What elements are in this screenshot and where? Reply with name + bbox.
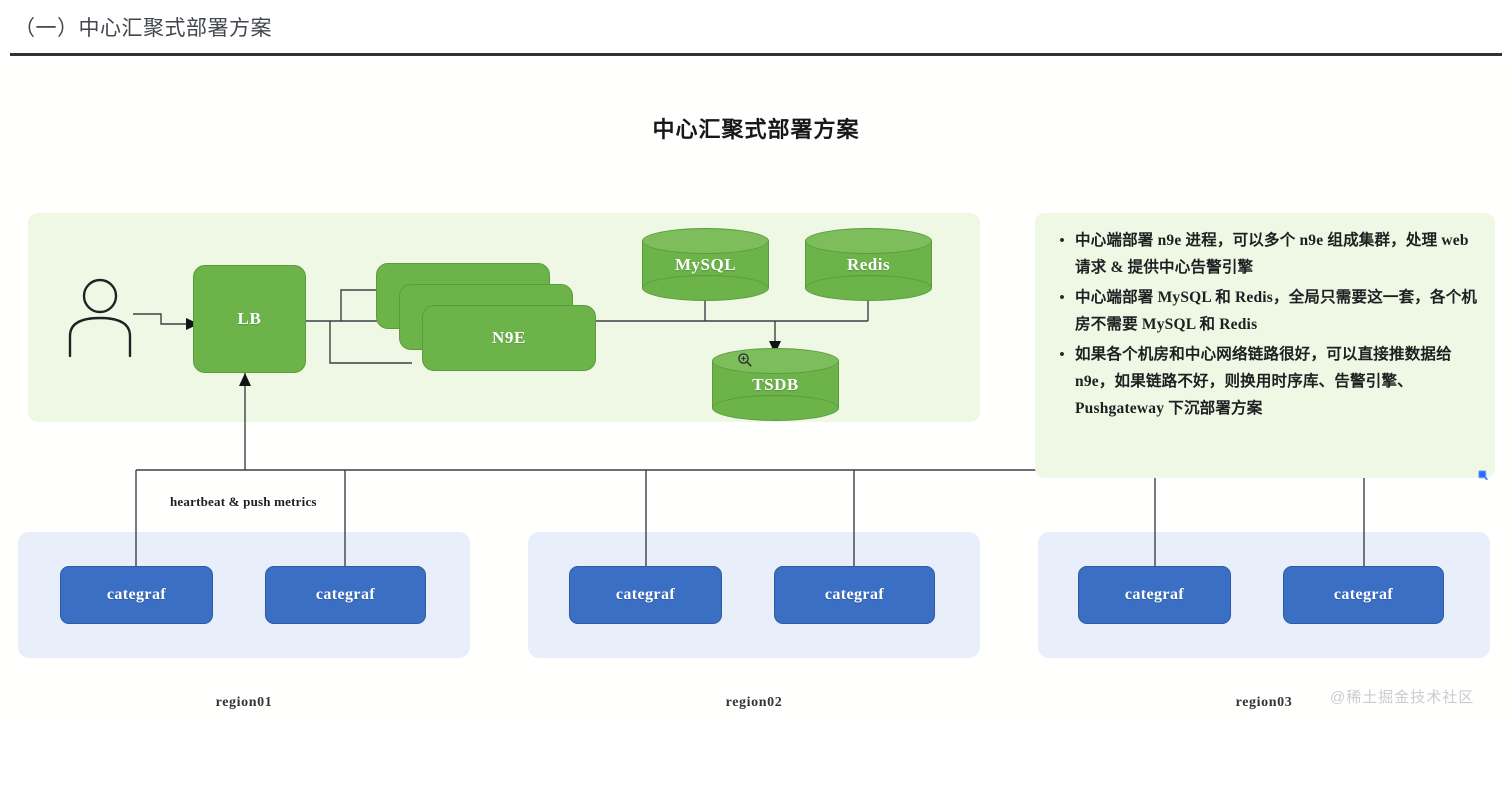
node-redis-label: Redis — [846, 254, 891, 274]
note-bullet-icon: • — [1059, 346, 1065, 363]
agent-label: categraf — [315, 586, 376, 603]
node-lb[interactable]: LB — [193, 265, 306, 373]
cursor-badge-icon — [1478, 470, 1489, 480]
node-mysql-label: MySQL — [674, 254, 737, 274]
note-text: 中心端部署 MySQL 和 Redis，全局只需要这一套，各个机房不需要 MyS… — [1075, 289, 1478, 333]
note-bullet-icon: • — [1059, 289, 1065, 306]
user-icon — [68, 278, 132, 358]
tsdb-cylinder-top — [712, 348, 839, 374]
agent-region01-2[interactable]: categraf — [265, 566, 426, 624]
region-label-region02: region02 — [725, 695, 783, 710]
node-redis[interactable]: Redis — [805, 228, 932, 301]
agent-label: categraf — [615, 586, 676, 603]
agent-region01-1[interactable]: categraf — [60, 566, 213, 624]
agent-label: categraf — [824, 586, 885, 603]
diagram-canvas: 中心汇聚式部署方案 — [0, 58, 1512, 728]
tsdb-cylinder-bottom — [712, 395, 839, 421]
node-tsdb-label: TSDB — [752, 374, 799, 394]
note-text: 中心端部署 n9e 进程，可以多个 n9e 组成集群，处理 web 请求 & 提… — [1075, 232, 1469, 276]
note-item: • 中心端部署 n9e 进程，可以多个 n9e 组成集群，处理 web 请求 &… — [1049, 227, 1479, 281]
node-mysql[interactable]: MySQL — [642, 228, 769, 301]
watermark: @稀土掘金技术社区 — [1330, 689, 1475, 706]
agent-label: categraf — [106, 586, 167, 603]
page-heading: （一）中心汇聚式部署方案 — [0, 0, 1512, 54]
agent-region02-2[interactable]: categraf — [774, 566, 935, 624]
mysql-cylinder-bottom — [642, 275, 769, 301]
node-n9e[interactable]: N9E — [422, 305, 596, 371]
note-text: 如果各个机房和中心网络链路很好，可以直接推数据给 n9e，如果链路不好，则换用时… — [1075, 346, 1452, 417]
agent-region03-2[interactable]: categraf — [1283, 566, 1444, 624]
edge-label-heartbeat: heartbeat & push metrics — [170, 494, 317, 509]
region-label-region03: region03 — [1235, 695, 1293, 710]
agent-label: categraf — [1333, 586, 1394, 603]
region-label-region01: region01 — [215, 695, 273, 710]
note-item: • 如果各个机房和中心网络链路很好，可以直接推数据给 n9e，如果链路不好，则换… — [1049, 341, 1479, 422]
heading-divider — [10, 53, 1502, 56]
node-lb-label: LB — [237, 309, 262, 328]
node-n9e-label: N9E — [492, 328, 526, 347]
agent-region03-1[interactable]: categraf — [1078, 566, 1231, 624]
agent-region02-1[interactable]: categraf — [569, 566, 722, 624]
note-item: • 中心端部署 MySQL 和 Redis，全局只需要这一套，各个机房不需要 M… — [1049, 284, 1479, 338]
zoom-cursor-icon — [738, 353, 752, 367]
notes-panel: • 中心端部署 n9e 进程，可以多个 n9e 组成集群，处理 web 请求 &… — [1035, 213, 1495, 478]
redis-cylinder-top — [805, 228, 932, 254]
redis-cylinder-bottom — [805, 275, 932, 301]
page-title: （一）中心汇聚式部署方案 — [14, 17, 272, 40]
note-bullet-icon: • — [1059, 232, 1065, 249]
diagram-title: 中心汇聚式部署方案 — [652, 117, 860, 142]
node-tsdb[interactable]: TSDB — [712, 348, 839, 421]
mysql-cylinder-top — [642, 228, 769, 254]
agent-label: categraf — [1124, 586, 1185, 603]
